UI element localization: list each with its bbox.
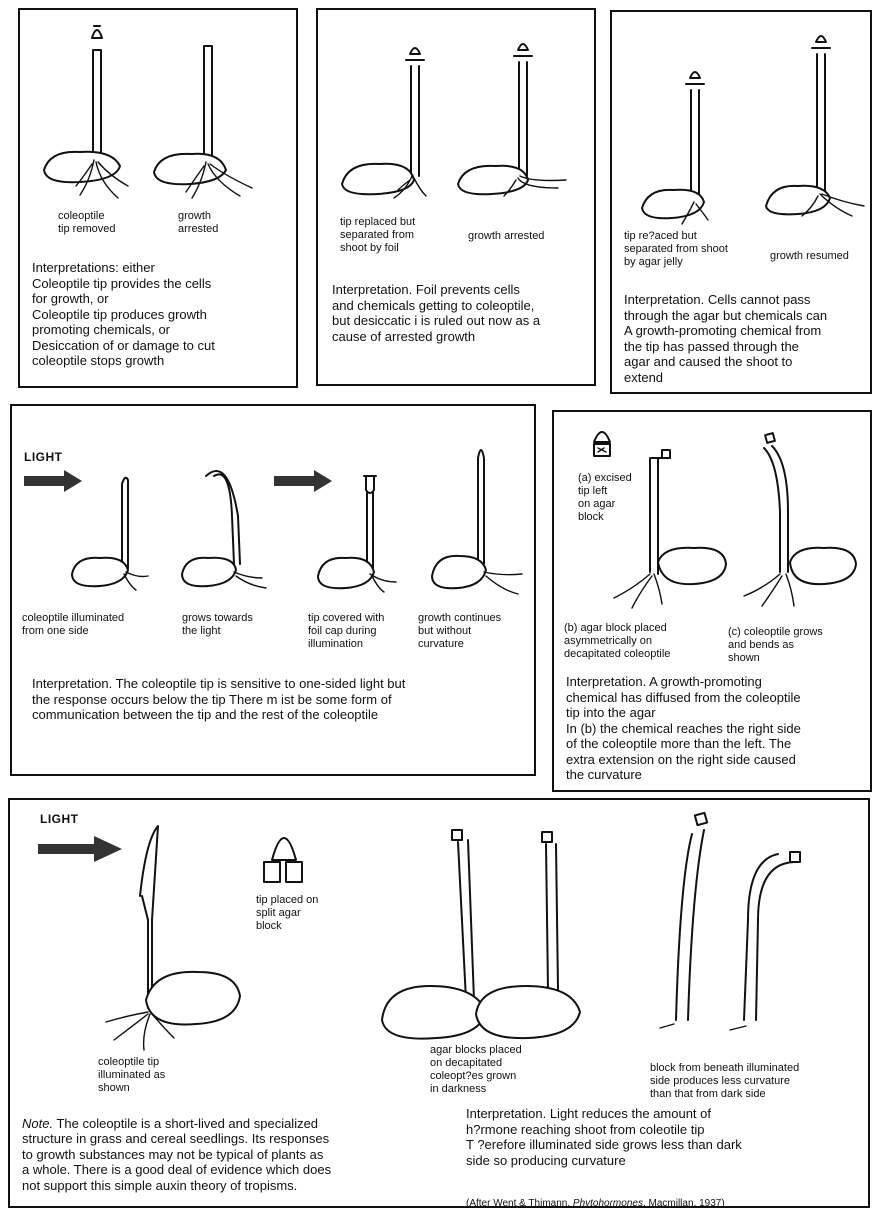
note-lead: Note. <box>22 1116 53 1131</box>
label-block-beneath-illuminated: block from beneath illuminated side prod… <box>650 1062 799 1101</box>
seedling-foil-illustration <box>318 10 598 210</box>
label-growth-arrested: growth arrested <box>178 210 218 236</box>
label-growth-arrested: growth arrested <box>468 230 544 243</box>
label-tip-foil-cap: tip covered with foil cap during illumin… <box>308 612 384 651</box>
interpretation-text: Interpretations: either Coleoptile tip p… <box>32 260 294 369</box>
note-body: The coleoptile is a short-lived and spec… <box>22 1116 331 1193</box>
label-split-agar-block: tip placed on split agar block <box>256 894 318 933</box>
panel-foil-separation: tip replaced but separated from shoot by… <box>316 8 596 386</box>
label-illuminated-one-side: coleoptile illuminated from one side <box>22 612 124 638</box>
seedling-agar-illustration <box>612 12 874 232</box>
panel-split-agar-light: LIGHT coleoptile tip illuminated as show… <box>8 798 870 1208</box>
label-excised-tip: (a) excised tip left on agar block <box>578 472 632 524</box>
label-coleoptile-tip-removed: coleoptile tip removed <box>58 210 115 236</box>
interpretation-text: Interpretation. A growth-promoting chemi… <box>566 674 866 783</box>
seedling-tip-removed-illustration <box>20 10 300 230</box>
label-agar-block-asymmetric: (b) agar block placed asymmetrically on … <box>564 622 670 661</box>
label-tip-replaced-foil: tip replaced but separated from shoot by… <box>340 216 415 255</box>
interpretation-text: Interpretation. The coleoptile tip is se… <box>32 676 528 723</box>
credit-title: Phytohormones <box>573 1198 643 1209</box>
label-agar-blocks-darkness: agar blocks placed on decapitated coleop… <box>430 1044 522 1096</box>
credit-pre: (After Went & Thimann, <box>466 1198 573 1209</box>
interpretation-text: Interpretation. Cells cannot pass throug… <box>624 292 868 385</box>
credit-post: , Macmillan, 1937) <box>643 1198 725 1209</box>
label-tip-replaced-agar: tip re?aced but separated from shoot by … <box>624 230 728 269</box>
phototropism-seedlings-illustration <box>12 406 538 606</box>
panel-phototropism-tip-sensitivity: LIGHT coleoptile illuminated from one si… <box>10 404 536 776</box>
label-coleoptile-bends: (c) coleoptile grows and bends as shown <box>728 626 823 665</box>
label-growth-no-curvature: growth continues but without curvature <box>418 612 501 651</box>
label-grows-towards-light: grows towards the light <box>182 612 253 638</box>
panel-tip-removed: coleoptile tip removed growth arrested I… <box>18 8 298 388</box>
label-tip-illuminated: coleoptile tip illuminated as shown <box>98 1056 165 1095</box>
panel-agar-block-diffusion: (a) excised tip left on agar block (b) a… <box>552 410 872 792</box>
note-text: Note. The coleoptile is a short-lived an… <box>22 1100 426 1193</box>
panel-agar-separation: tip re?aced but separated from shoot by … <box>610 10 872 394</box>
interpretation-text: Interpretation. Light reduces the amount… <box>466 1106 862 1168</box>
label-growth-resumed: growth resumed <box>770 250 849 263</box>
interpretation-text: Interpretation. Foil prevents cells and … <box>332 282 594 344</box>
source-credit: (After Went & Thimann, Phytohormones, Ma… <box>466 1184 725 1210</box>
